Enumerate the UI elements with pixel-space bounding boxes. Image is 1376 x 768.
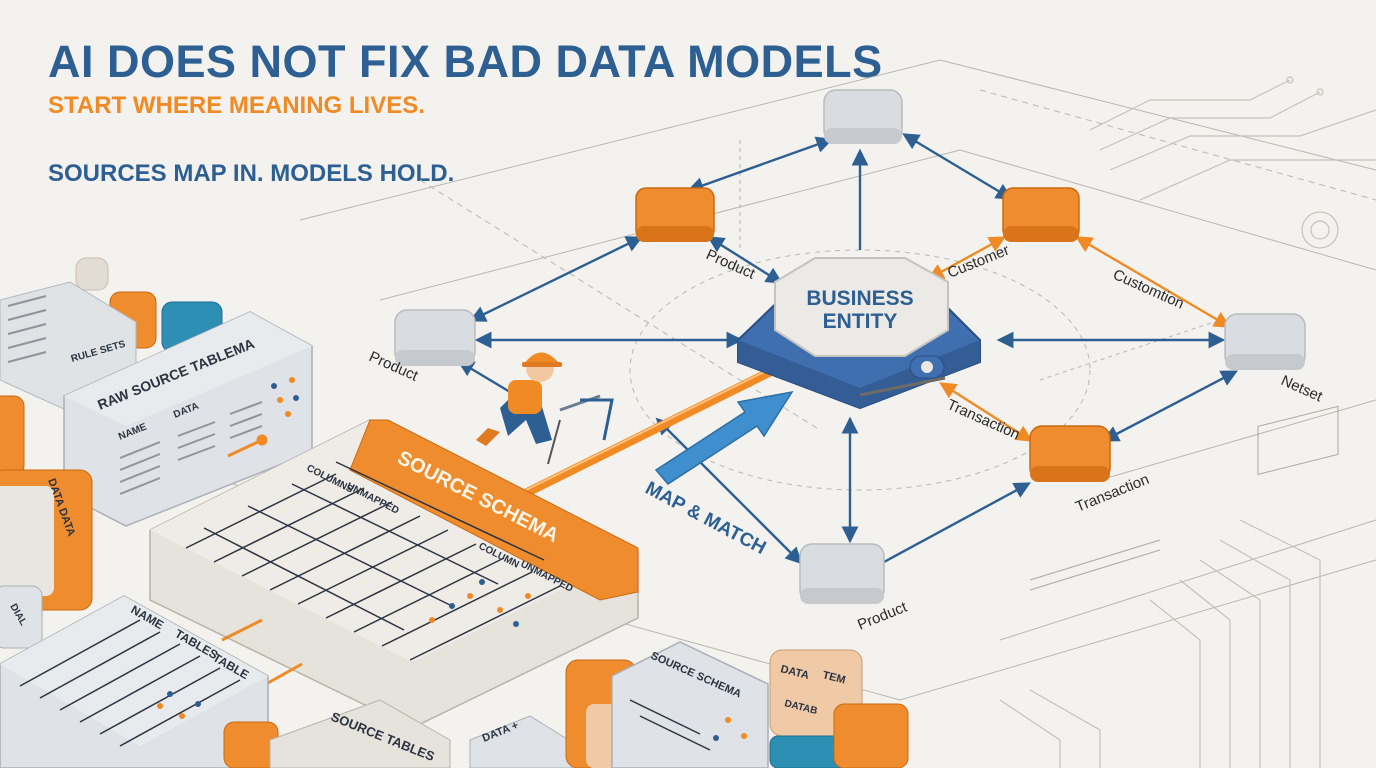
page-subtitle: START WHERE MEANING LIVES. (48, 92, 425, 119)
circuit-traces (999, 76, 1376, 768)
label-customer: Customer (945, 242, 1012, 282)
dial-block: DIAL (0, 585, 43, 649)
entity-node-product-left (394, 309, 476, 366)
page-tagline: SOURCES MAP IN. MODELS HOLD. (48, 160, 455, 187)
clay-block-orange-right (833, 703, 909, 768)
tem-block-label: TEM (821, 669, 846, 686)
business-entity-label-line2: ENTITY (823, 310, 898, 333)
data-data-block: DATA DATA (0, 469, 93, 611)
name-table-slab: NAME TABLES TABLE (0, 595, 269, 768)
source-schema-small-block: SOURCE SCHEMA (611, 641, 769, 768)
construction-worker-figure (476, 352, 614, 465)
entity-node-product-bottom (799, 543, 885, 604)
business-entity-label-line1: BUSINESS (806, 287, 913, 310)
entity-node-customer (1002, 187, 1080, 242)
entity-node-netset (1224, 313, 1306, 370)
source-schema-slab: SOURCE SCHEMA COLUMNS UNMAPPED COLUMN UN… (149, 419, 639, 729)
grid-patch (1029, 405, 1339, 591)
business-entity: BUSINESS ENTITY (737, 257, 981, 410)
label-netset: Netset (1278, 372, 1325, 406)
entity-node-product-upper (635, 187, 715, 242)
page-title: AI DOES NOT FIX BAD DATA MODELS (48, 36, 883, 87)
label-customization: Customtion (1110, 266, 1186, 312)
clay-block-orange-edge (0, 395, 25, 477)
map-match-label: MAP & MATCH (642, 478, 770, 559)
orange-relation-arrows (927, 236, 1231, 442)
schema-orange-connectors (221, 434, 303, 686)
map-match-arrow (654, 390, 794, 485)
entity-node-transaction (1029, 425, 1111, 482)
relation-arrows (457, 133, 1238, 565)
data-plus-block: DATA + (469, 715, 573, 768)
raw-source-table-block: RAW SOURCE TABLEMA NAME DATA (63, 311, 313, 527)
entity-node-top (823, 89, 903, 144)
raw-source-table-back: RULE SETS (0, 281, 137, 411)
clay-pebble (75, 257, 109, 291)
label-transaction-edge: Transaction (944, 396, 1022, 443)
